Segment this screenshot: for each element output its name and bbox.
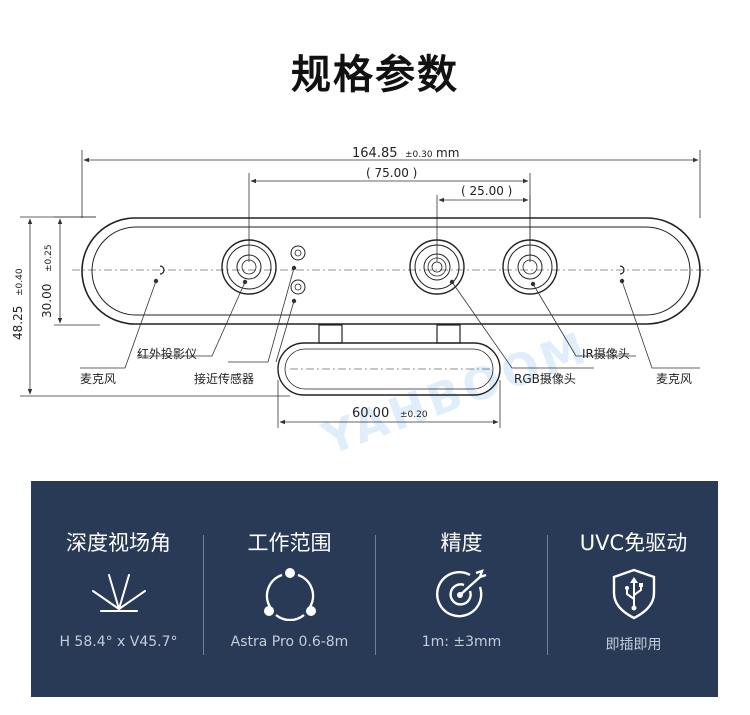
dim-overall-width-tol: ±0.30 [405,150,433,160]
target-icon [435,569,486,618]
usb-shield-icon [612,568,655,620]
ir-projector-lens [221,239,277,295]
dim-overall-height-tol: ±0.40 [15,268,25,296]
feature-desc: 1m: ±3mm [421,634,502,650]
field-of-view-icon [91,574,146,612]
proximity-sensor-dots [290,245,306,295]
feature-title: 工作范围 [247,531,332,555]
range-cycle-icon [263,568,316,621]
camera-base [277,324,501,396]
dimension-overall-width [81,150,701,218]
camera-body [72,217,712,325]
dim-body-height-tol: ±0.25 [44,244,54,272]
callout-mic-left: 麦克风 [80,372,116,386]
callout-mic-right: 麦克风 [656,372,692,386]
feature-accuracy: 精度 1m: ±3mm [376,481,547,697]
page-title: 规格参数 [291,52,459,98]
feature-panel: 深度视场角 H 58.4° x V45.7° 工作范围 [31,481,718,697]
callout-rgb-camera: RGB摄像头 [514,371,576,386]
feature-title: 精度 [440,531,483,555]
feature-title: 深度视场角 [66,531,171,555]
callout-leaders [80,265,700,369]
feature-fov: 深度视场角 H 58.4° x V45.7° [33,481,204,697]
dim-base-width-value: 60.00 [352,406,389,421]
feature-uvc: UVC免驱动 即插即用 [548,481,719,697]
feature-divider [375,535,376,655]
dimension-base-width [277,380,501,428]
dimension-spacing-25 [436,195,531,262]
ir-camera-lens [502,239,558,295]
feature-desc: H 58.4° x V45.7° [59,634,178,650]
microphone-holes [159,265,625,275]
feature-title: UVC免驱动 [579,531,688,555]
feature-range: 工作范围 Astra Pro 0.6-8m [204,481,375,697]
callout-ir-projector: 红外投影仪 [137,346,197,361]
dim-overall-height-value: 48.25 [11,306,25,340]
feature-divider [203,535,204,655]
dim-spacing-75: ( 75.00 ) [366,166,417,180]
dim-base-width-tol: ±0.20 [400,410,428,420]
rgb-camera-lens [409,239,465,295]
callout-ir-camera: IR摄像头 [582,346,630,361]
dim-overall-width-value: 164.85 [352,146,398,161]
dim-body-height-value: 30.00 [40,284,54,318]
dim-spacing-25: ( 25.00 ) [461,184,512,198]
feature-divider [547,535,548,655]
dimension-overall-height [20,216,290,397]
technical-drawing: YAHBOOM 164.85 ±0.30 mm ( 75.00 ) ( 25.0… [11,146,712,466]
callout-proximity-sensor: 接近传感器 [194,371,254,386]
feature-desc: 即插即用 [605,637,662,653]
dim-overall-width-unit: mm [436,146,459,160]
feature-desc: Astra Pro 0.6-8m [230,634,349,650]
